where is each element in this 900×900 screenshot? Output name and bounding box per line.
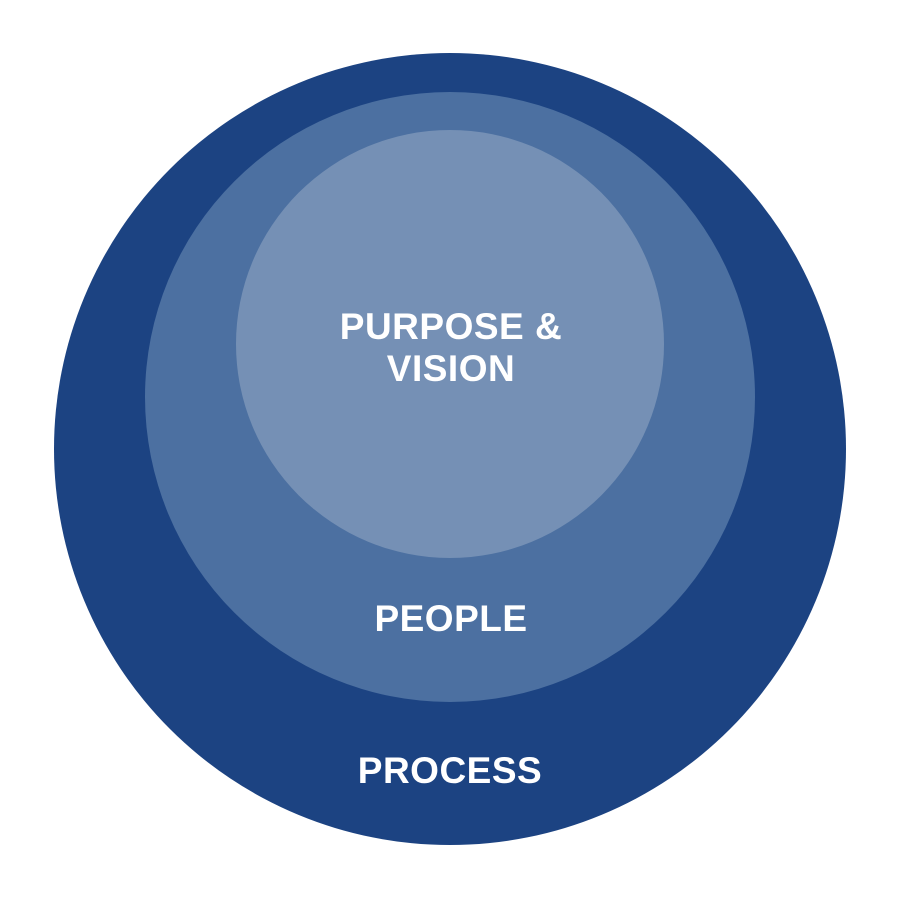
people-label: PEOPLE [374,598,528,639]
process-label: PROCESS [357,750,543,791]
purpose-vision-label: PURPOSE & VISION [339,306,563,389]
purpose-vision-circle [236,130,664,558]
